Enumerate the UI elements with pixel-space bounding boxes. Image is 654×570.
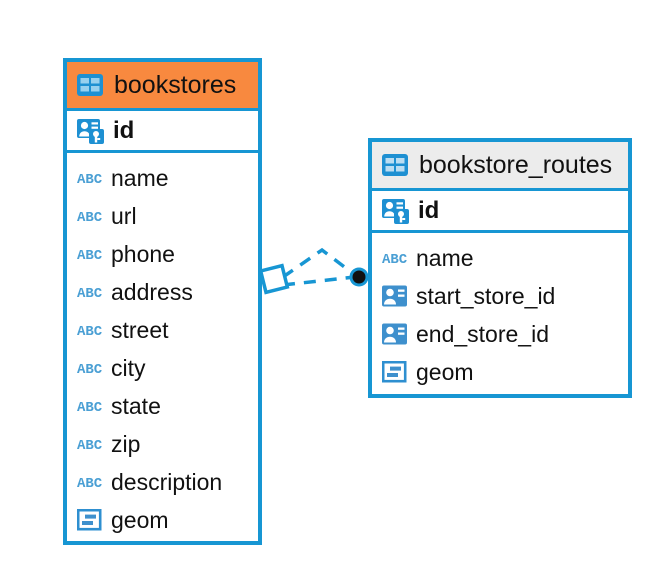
- field-row[interactable]: ABC description: [67, 463, 258, 501]
- field-label: name: [416, 244, 474, 271]
- table-icon: [382, 153, 408, 177]
- field-label: url: [111, 202, 137, 229]
- field-label: geom: [416, 358, 474, 385]
- field-row[interactable]: ABC state: [67, 387, 258, 425]
- field-label: zip: [111, 430, 141, 457]
- primary-key-row[interactable]: id: [372, 188, 628, 233]
- filled-circle-icon: [349, 267, 369, 287]
- field-label: geom: [111, 506, 169, 533]
- field-row[interactable]: end_store_id: [372, 315, 628, 353]
- field-row[interactable]: ABC name: [67, 159, 258, 197]
- text-abc-icon: ABC: [77, 322, 102, 338]
- text-abc-icon: ABC: [77, 436, 102, 452]
- field-row[interactable]: ABC city: [67, 349, 258, 387]
- entity-title: bookstores: [114, 70, 237, 99]
- svg-text:ABC: ABC: [77, 210, 102, 224]
- field-row[interactable]: ABC address: [67, 273, 258, 311]
- field-row[interactable]: ABC url: [67, 197, 258, 235]
- field-row[interactable]: ABC zip: [67, 425, 258, 463]
- diamond-outline-icon: [258, 263, 290, 295]
- field-label: state: [111, 392, 161, 419]
- primary-key-icon: [77, 118, 104, 144]
- entity-bookstore-routes[interactable]: bookstore_routes id: [368, 138, 632, 398]
- foreign-key-icon: [382, 323, 407, 345]
- field-list: ABC name start_store_id: [372, 233, 628, 395]
- primary-key-label: id: [418, 196, 440, 224]
- geometry-icon: [77, 508, 102, 532]
- field-row[interactable]: ABC street: [67, 311, 258, 349]
- text-abc-icon: ABC: [382, 250, 407, 266]
- foreign-key-icon: [382, 285, 407, 307]
- text-abc-icon: ABC: [77, 474, 102, 490]
- svg-text:ABC: ABC: [77, 476, 102, 490]
- table-icon: [77, 73, 103, 97]
- entity-bookstores[interactable]: bookstores id: [63, 58, 262, 545]
- svg-text:ABC: ABC: [77, 400, 102, 414]
- primary-key-label: id: [113, 116, 135, 144]
- field-row[interactable]: ABC phone: [67, 235, 258, 273]
- svg-text:ABC: ABC: [77, 438, 102, 452]
- field-label: city: [111, 354, 146, 381]
- svg-text:ABC: ABC: [77, 172, 102, 186]
- field-label: phone: [111, 240, 175, 267]
- field-label: start_store_id: [416, 282, 556, 309]
- entity-header-bookstores[interactable]: bookstores: [67, 62, 258, 108]
- entity-header-bookstore-routes[interactable]: bookstore_routes: [372, 142, 628, 188]
- text-abc-icon: ABC: [77, 246, 102, 262]
- svg-text:ABC: ABC: [77, 362, 102, 376]
- field-list: ABC name ABC url ABC p: [67, 153, 258, 543]
- field-row[interactable]: geom: [67, 501, 258, 539]
- geometry-icon: [382, 360, 407, 384]
- text-abc-icon: ABC: [77, 208, 102, 224]
- field-label: name: [111, 164, 169, 191]
- field-label: end_store_id: [416, 320, 549, 347]
- relationship-line-upper: [282, 247, 357, 279]
- svg-text:ABC: ABC: [77, 248, 102, 262]
- text-abc-icon: ABC: [77, 398, 102, 414]
- field-label: address: [111, 278, 193, 305]
- relationship-line-lower: [282, 275, 356, 287]
- primary-key-icon: [382, 198, 409, 224]
- svg-text:ABC: ABC: [77, 324, 102, 338]
- text-abc-icon: ABC: [77, 170, 102, 186]
- svg-text:ABC: ABC: [77, 286, 102, 300]
- field-label: street: [111, 316, 169, 343]
- entity-title: bookstore_routes: [419, 150, 613, 179]
- svg-text:ABC: ABC: [382, 252, 407, 266]
- primary-key-row[interactable]: id: [67, 108, 258, 153]
- field-label: description: [111, 468, 223, 495]
- text-abc-icon: ABC: [77, 284, 102, 300]
- field-row[interactable]: ABC name: [372, 239, 628, 277]
- text-abc-icon: ABC: [77, 360, 102, 376]
- field-row[interactable]: geom: [372, 353, 628, 391]
- field-row[interactable]: start_store_id: [372, 277, 628, 315]
